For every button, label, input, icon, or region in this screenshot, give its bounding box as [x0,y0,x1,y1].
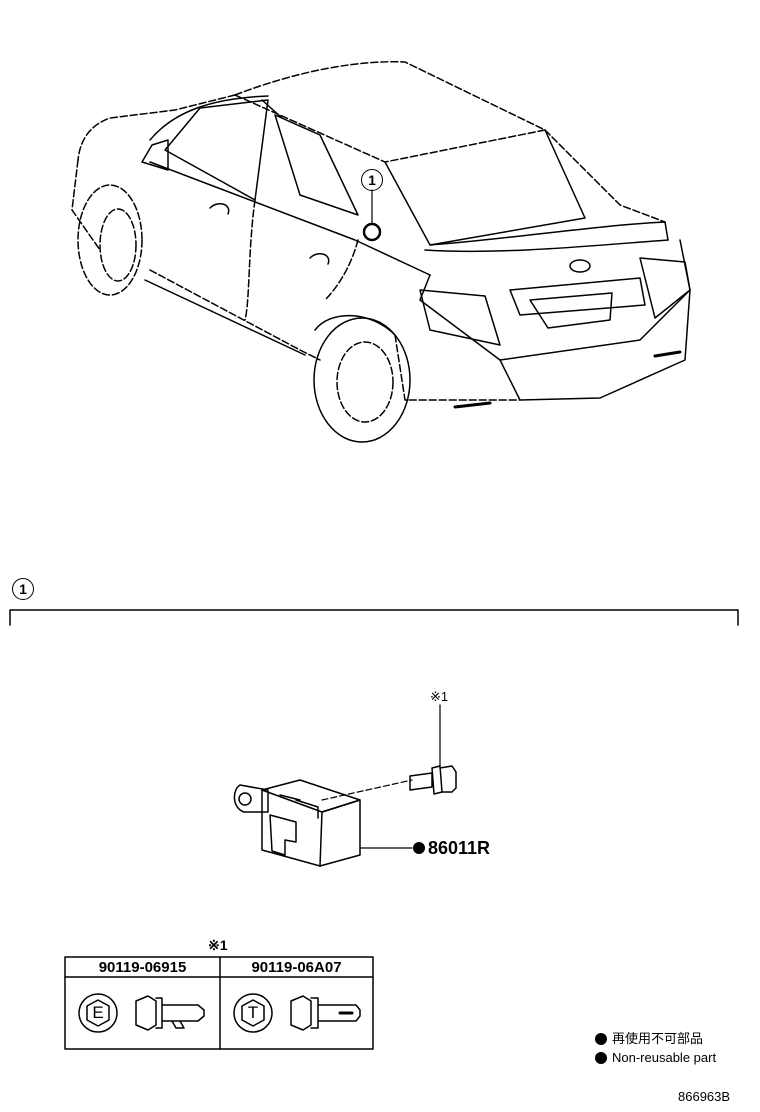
bolt-table-header-1: 90119-06915 [98,959,187,976]
part-number-label: 86011R [428,838,491,858]
section-bracket [9,609,739,626]
table-note-mark: ※1 [208,937,228,953]
bolt-note-mark: ※1 [430,689,449,704]
bolt-table-header-2: 90119-06A07 [251,959,342,976]
non-reusable-bullet-icon [413,842,425,854]
sensor-part-illustration [233,704,457,867]
legend-text-ja: 再使用不可部品 [612,1031,704,1046]
section-callout-number: 1 [19,581,27,597]
legend-bullet-icon [595,1033,607,1045]
vehicle-illustration [71,61,691,443]
legend-text-en: Non-reusable part [612,1050,717,1065]
bolt-table-lines [64,956,374,1050]
bolt-head-marking-t: T [247,1003,259,1022]
vehicle-callout: 1 [361,169,383,191]
bolt-head-marking-e: E [92,1003,104,1022]
section-callout: 1 [12,578,34,600]
vehicle-callout-number: 1 [368,172,376,188]
legend-bullet-icon [595,1052,607,1064]
diagram-id: 866963B [678,1089,731,1104]
